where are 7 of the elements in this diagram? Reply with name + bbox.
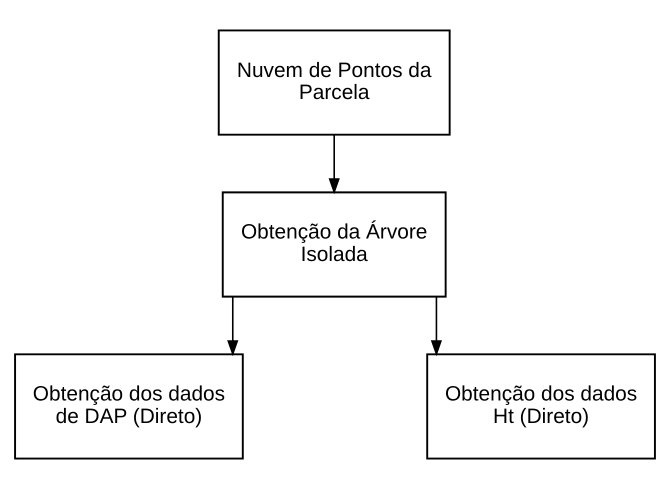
arrow [227,296,238,356]
node-box: Obtenção dos dados de DAP (Direto) [14,352,244,460]
arrow [430,296,442,356]
node-box: Nuvem de Pontos da Parcela [218,28,451,136]
arrow [328,134,340,194]
node-box: Obtenção dos dados Ht (Direto) [426,352,656,460]
node-box: Obtenção da Árvore Isolada [222,190,447,298]
